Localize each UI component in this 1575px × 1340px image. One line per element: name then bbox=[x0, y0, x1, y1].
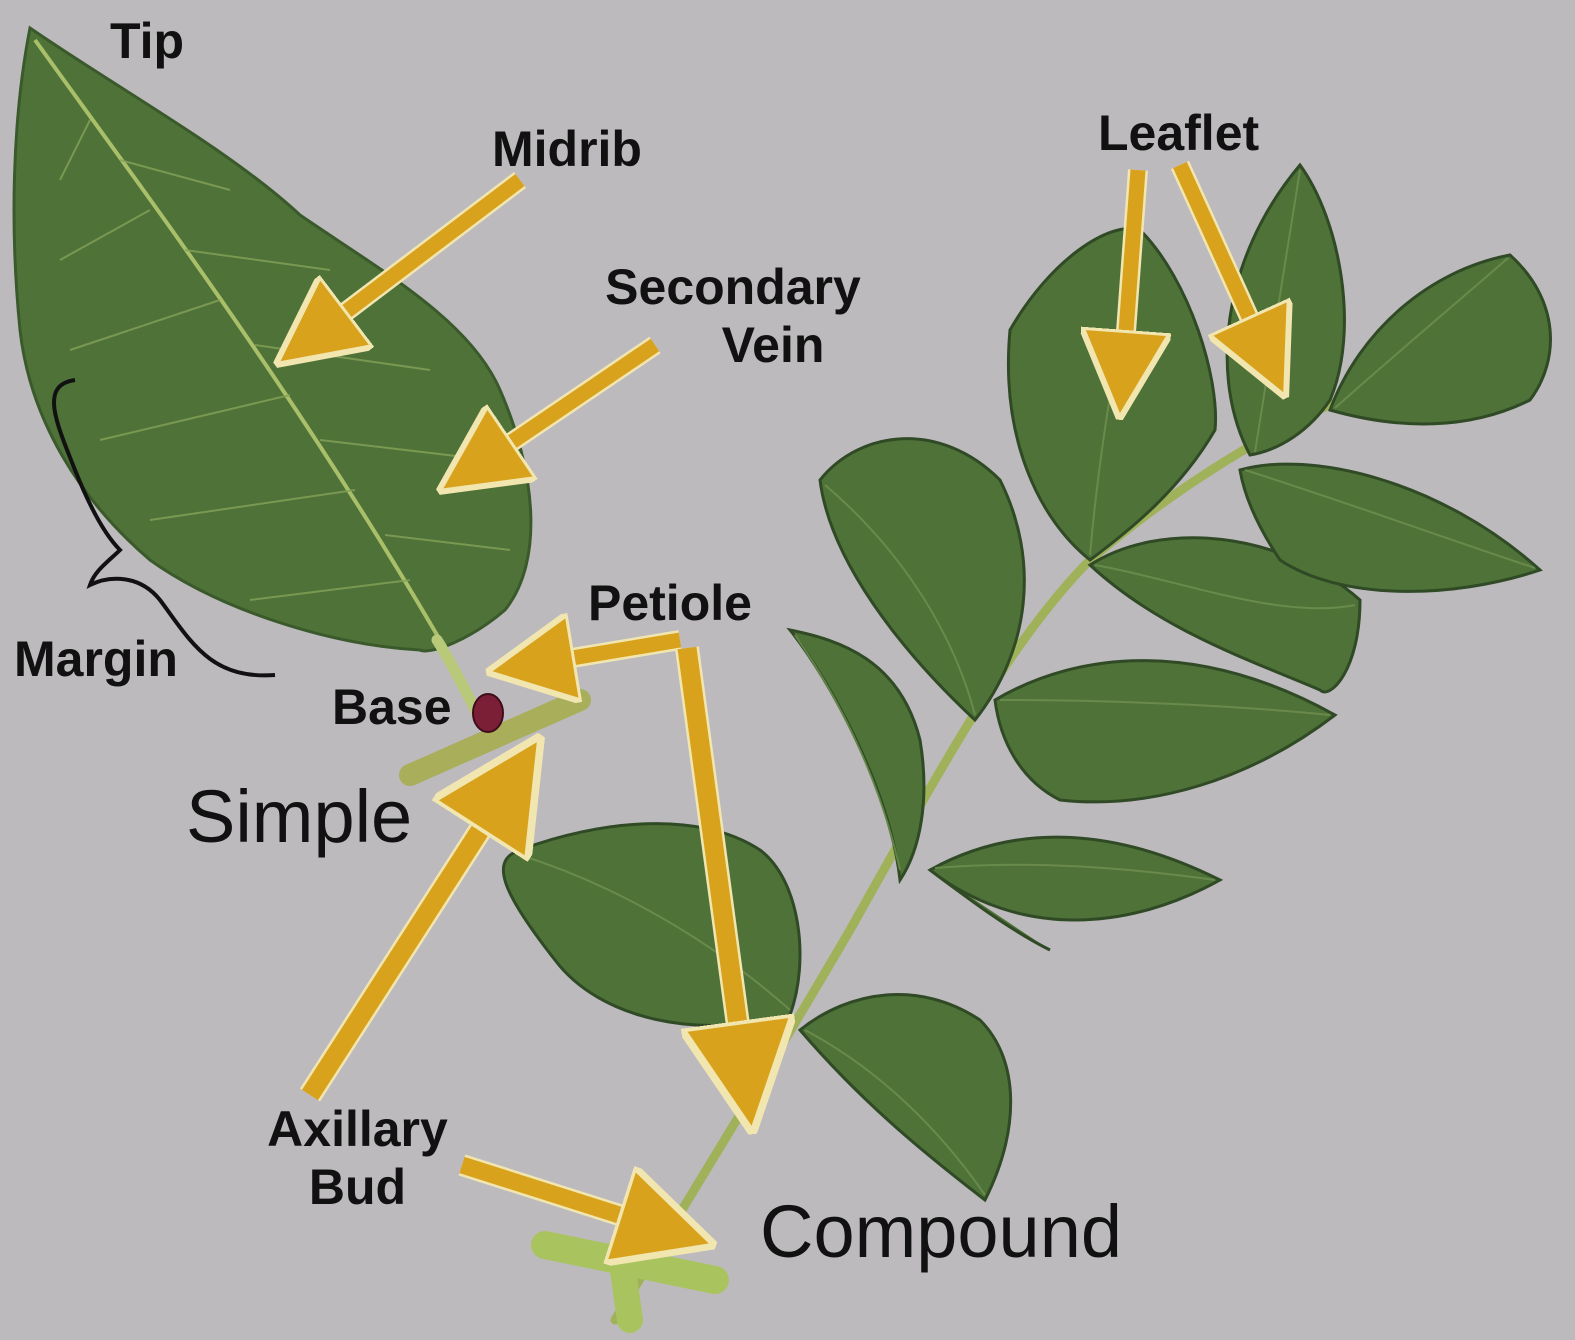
axillary-bud-simple bbox=[473, 694, 503, 732]
label-secondary-vein-line1: Secondary bbox=[588, 258, 878, 316]
label-secondary-vein: Secondary Vein bbox=[588, 258, 878, 374]
leaflet-4 bbox=[930, 837, 1220, 950]
label-axillary-bud-line2: Bud bbox=[250, 1158, 465, 1216]
label-margin: Margin bbox=[14, 630, 178, 688]
leaflet-1 bbox=[503, 824, 800, 1026]
leaflet-2 bbox=[800, 995, 1011, 1200]
label-simple: Simple bbox=[186, 775, 412, 859]
axillary-bud-arrow-compound bbox=[462, 1165, 635, 1220]
leaflet-arrow-right bbox=[1180, 165, 1255, 330]
label-petiole: Petiole bbox=[588, 574, 752, 632]
label-midrib: Midrib bbox=[492, 120, 642, 178]
label-base: Base bbox=[332, 678, 452, 736]
label-secondary-vein-line2: Vein bbox=[588, 316, 878, 374]
petiole-arrow-simple bbox=[560, 640, 680, 660]
label-compound: Compound bbox=[760, 1190, 1122, 1274]
leaflet-8 bbox=[1008, 228, 1215, 560]
label-axillary-bud: Axillary Bud bbox=[250, 1100, 465, 1216]
leaflet-3 bbox=[790, 630, 924, 880]
label-leaflet: Leaflet bbox=[1098, 104, 1259, 162]
label-tip: Tip bbox=[110, 12, 184, 70]
midrib-arrow bbox=[335, 180, 520, 320]
leaflet-arrow-left bbox=[1125, 170, 1138, 345]
leaflet-11 bbox=[1330, 255, 1550, 424]
label-axillary-bud-line1: Axillary bbox=[250, 1100, 465, 1158]
compound-twig-stub bbox=[620, 1250, 630, 1320]
leaflet-6 bbox=[995, 661, 1335, 802]
